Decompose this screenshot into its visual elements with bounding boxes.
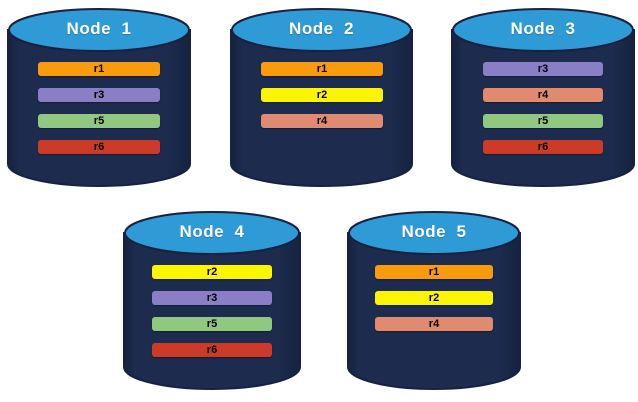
cylinder-body: [7, 29, 191, 187]
cylinder-body: [123, 232, 301, 390]
replica-bar[interactable]: r1: [375, 265, 493, 279]
replica-bar[interactable]: r3: [38, 88, 160, 102]
replica-bar[interactable]: r5: [38, 114, 160, 128]
replica-bar[interactable]: r3: [152, 291, 272, 305]
replica-bar[interactable]: r2: [375, 291, 493, 305]
replica-bar[interactable]: r2: [261, 88, 383, 102]
replica-bar[interactable]: r6: [483, 140, 603, 154]
cylinder-body: [230, 29, 413, 187]
replica-bar[interactable]: r6: [38, 140, 160, 154]
cylinder-body: [451, 29, 635, 187]
replica-bar[interactable]: r6: [152, 343, 272, 357]
cylinder-top-disc: [124, 211, 300, 255]
replica-bar[interactable]: r5: [483, 114, 603, 128]
replica-bar[interactable]: r3: [483, 62, 603, 76]
replica-bar[interactable]: r4: [261, 114, 383, 128]
replica-bar[interactable]: r2: [152, 265, 272, 279]
cylinder-top-disc: [348, 211, 520, 255]
replica-bar[interactable]: r4: [483, 88, 603, 102]
cylinder-top-disc: [231, 8, 412, 52]
cylinder-top-disc: [8, 8, 190, 52]
replica-bar[interactable]: r5: [152, 317, 272, 331]
replica-bar[interactable]: r1: [38, 62, 160, 76]
cylinder-top-disc: [452, 8, 634, 52]
replica-bar[interactable]: r1: [261, 62, 383, 76]
cylinder-body: [347, 232, 521, 390]
replica-bar[interactable]: r4: [375, 317, 493, 331]
